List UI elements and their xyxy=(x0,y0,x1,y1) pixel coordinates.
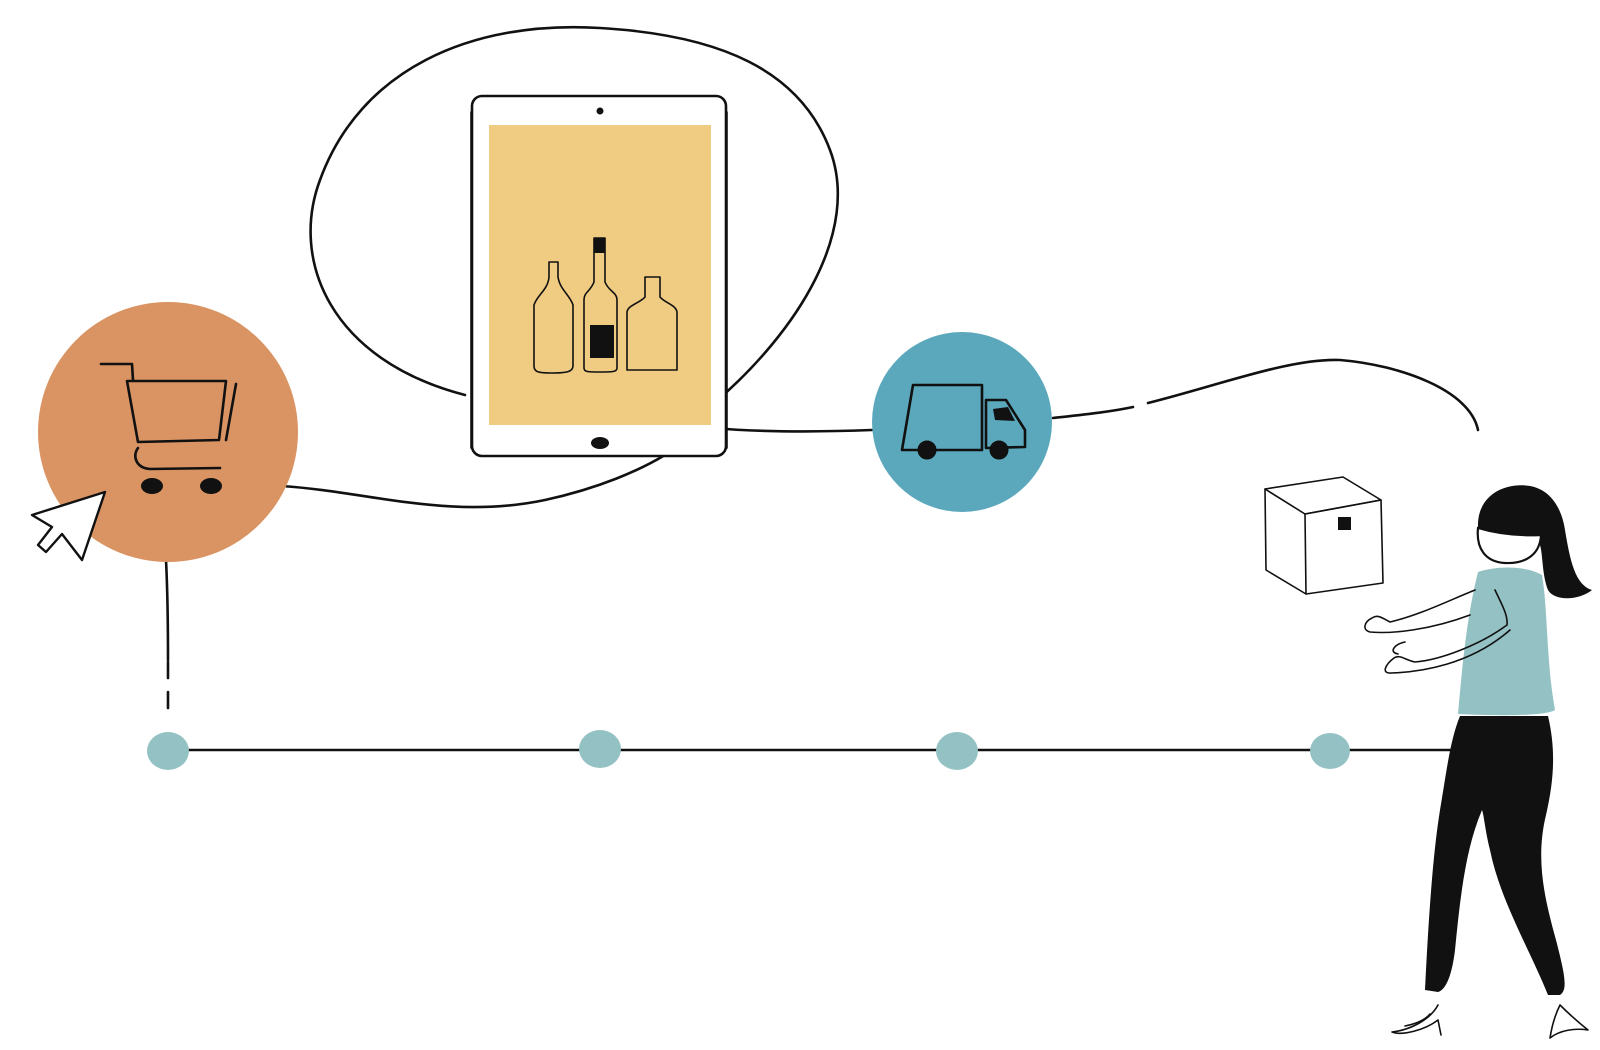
connector-truck-right-b xyxy=(1146,358,1480,432)
cart-step xyxy=(30,302,298,562)
connector-cart-down xyxy=(164,558,170,662)
timeline-dot xyxy=(579,730,621,768)
tablet-screen xyxy=(489,125,711,425)
pants xyxy=(1425,716,1565,995)
connector-truck-right-a xyxy=(1051,405,1135,420)
loop-line xyxy=(309,25,840,407)
mouse-pointer-icon xyxy=(30,490,107,562)
shirt xyxy=(1458,567,1555,716)
tablet-step xyxy=(470,94,728,458)
shopping-cart-icon xyxy=(99,362,238,494)
truck-circle xyxy=(872,332,1052,512)
face xyxy=(1476,526,1543,565)
woman-receiving-package xyxy=(1364,485,1592,1039)
delivery-truck-icon xyxy=(900,383,1027,460)
timeline-dot xyxy=(147,732,189,770)
timeline xyxy=(147,730,1460,770)
connector-tablet-to-truck xyxy=(710,426,874,433)
connector-cart-to-tablet xyxy=(280,453,667,509)
timeline-dot xyxy=(1310,733,1350,769)
parcel-box-icon xyxy=(1264,476,1384,595)
tablet-icon xyxy=(470,94,728,458)
timeline-dot xyxy=(936,732,978,770)
truck-step xyxy=(872,332,1052,512)
bottles-icon xyxy=(533,237,678,374)
